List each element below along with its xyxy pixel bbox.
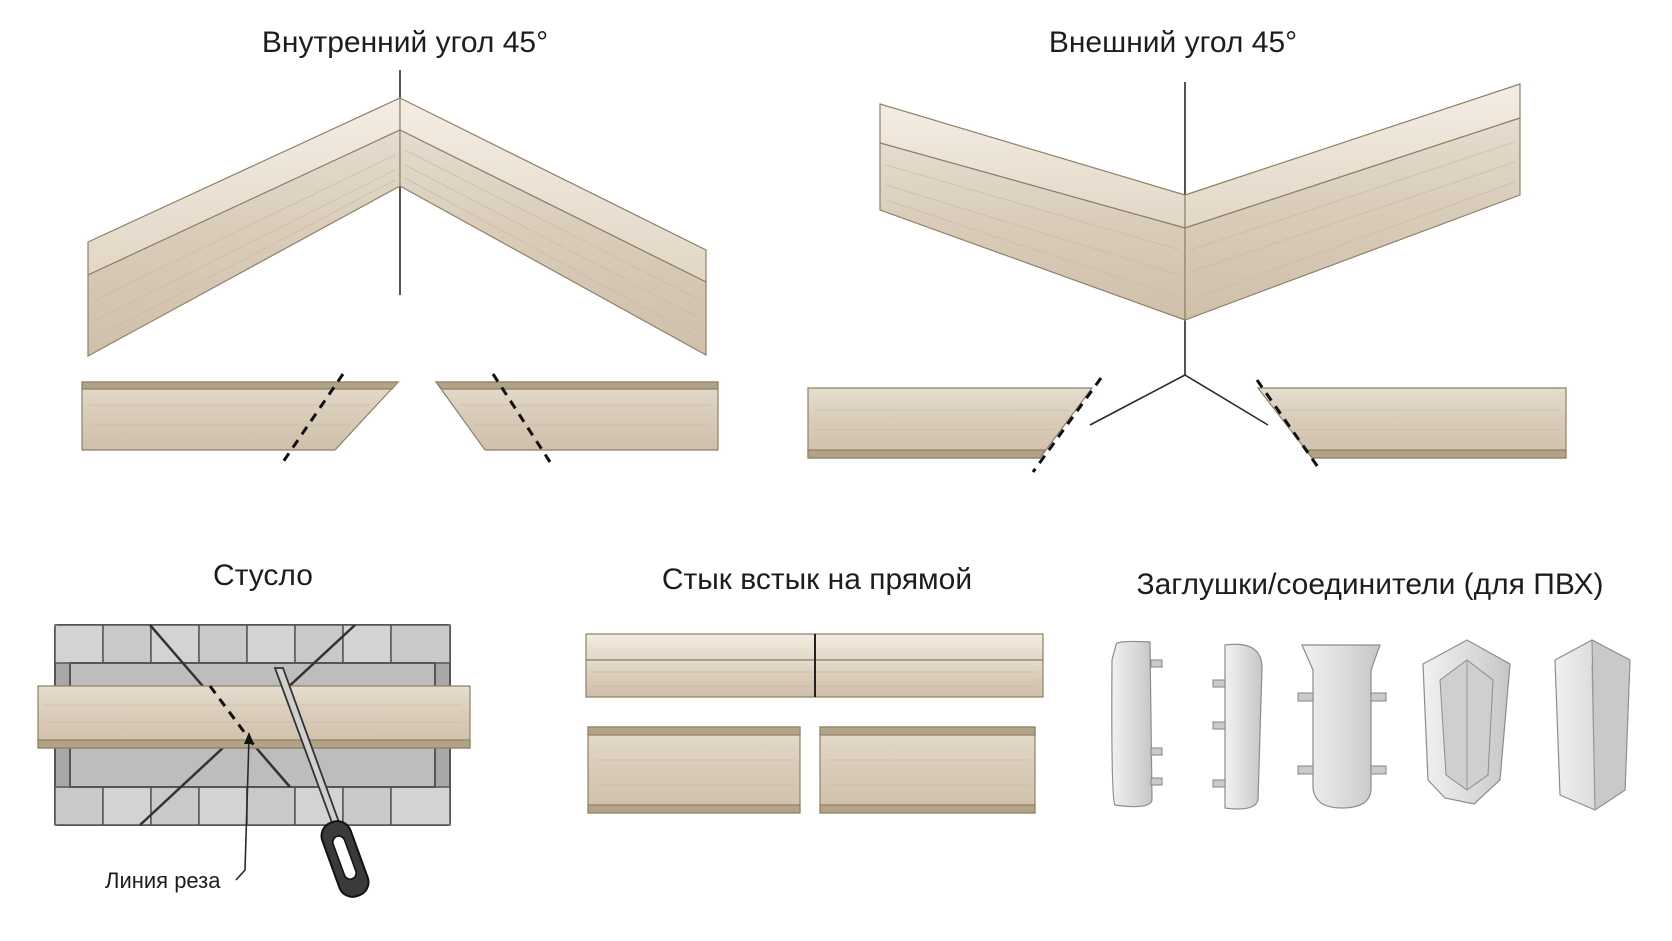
caps-connectors-title: Заглушки/соединители (для ПВХ) xyxy=(1136,568,1603,601)
mitre-box-bottom-blocks xyxy=(54,786,451,826)
inner-cut-piece-left xyxy=(81,381,400,451)
inner-corner-title: Внутренний угол 45° xyxy=(262,26,548,59)
end-cap-left xyxy=(1111,640,1163,808)
inner-cut-piece-right xyxy=(434,381,719,451)
inner-cut-pieces xyxy=(81,373,719,463)
straight-connector-body xyxy=(1301,644,1381,809)
end-cap-right xyxy=(1212,643,1263,810)
inner-left-cut-line xyxy=(281,373,345,463)
joint-piece-left xyxy=(587,726,801,814)
mitre-box-top-blocks xyxy=(54,624,451,664)
straight-joint-pieces xyxy=(587,726,1036,814)
inner-corner-assembly xyxy=(87,70,707,358)
end-cap-right-body xyxy=(1224,643,1263,810)
mitre-box-title: Стусло xyxy=(213,559,313,592)
mitre-box xyxy=(37,624,471,898)
outer-corner-assembly xyxy=(879,82,1521,426)
straight-joint-assembly xyxy=(585,633,1044,698)
outer-right-cut-line xyxy=(1255,379,1322,471)
cut-line-label: Линия реза xyxy=(105,868,221,893)
inner-right-cut-line xyxy=(491,373,552,463)
end-cap-left-body xyxy=(1111,640,1153,808)
joint-piece-right xyxy=(819,726,1036,814)
straight-joint-title: Стык встык на прямой xyxy=(662,563,972,596)
outer-left-cut-line xyxy=(1031,377,1103,473)
inner-corner-connector xyxy=(1422,639,1511,805)
straight-connector xyxy=(1297,644,1387,809)
outer-corner-connector xyxy=(1554,639,1631,811)
mitre-board xyxy=(37,685,471,749)
cut-line-pointer xyxy=(235,737,250,881)
outer-cut-pieces xyxy=(807,377,1567,473)
knife-handle xyxy=(320,820,370,898)
outer-corner-title: Внешний угол 45° xyxy=(1049,26,1297,59)
